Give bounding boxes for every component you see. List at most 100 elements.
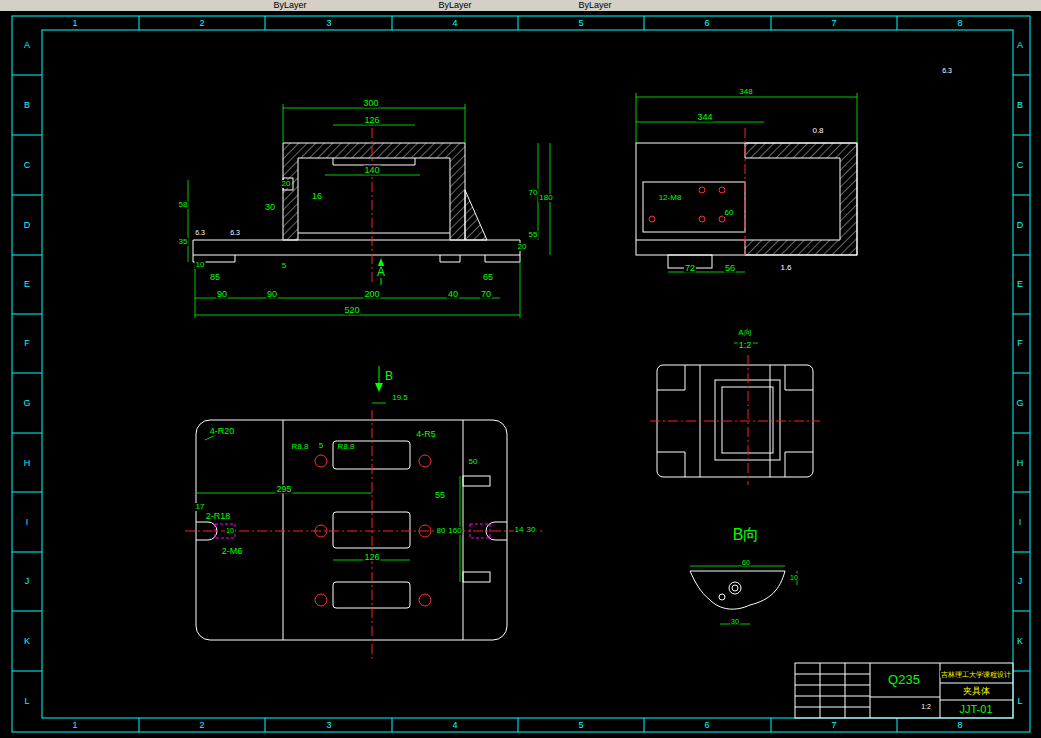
dimension-label: 2 [198,721,205,730]
dimension-label: 12-M8 [658,194,683,202]
dimension-label: 10 [195,261,206,269]
dimension-label: 55 [528,231,539,239]
dimension-label: 0.8 [811,127,824,135]
dimension-label: 7 [830,19,837,28]
dimension-label: 7 [830,721,837,730]
dimension-label: 55 [434,491,446,500]
dimension-label: A [376,266,386,278]
dimension-label: 10 [789,574,799,581]
dimension-label: 300 [362,99,379,108]
dimension-label: 70 [528,189,539,197]
dimension-label: H [1016,459,1025,468]
dimension-label: Q235 [887,673,921,686]
dimension-label: 4 [451,721,458,730]
dimension-label: J [24,577,31,586]
dimension-label: G [1015,399,1024,408]
dimension-label: 160 [447,527,462,535]
dimension-label: 1 [71,19,78,28]
dimension-label: 2 [198,19,205,28]
dimension-label: 20 [281,180,292,188]
dimension-label: JJT-01 [958,704,993,715]
dimension-label: 5 [577,721,584,730]
dimension-label: 90 [266,290,278,299]
dimension-label: D [23,221,32,230]
dimension-label: 30 [730,618,740,625]
dimension-label: 126 [363,116,380,125]
dimension-label: H [23,459,32,468]
dimension-label: R8.8 [291,443,310,451]
dimension-label: 4 [451,19,458,28]
dimension-label: J [1017,577,1024,586]
dimension-label: E [23,280,31,289]
dimension-label: 3 [325,721,332,730]
dimension-label: 4-R20 [209,427,236,436]
dimension-label: C [23,161,32,170]
dimension-label: 80 [436,527,447,535]
dimension-label: K [23,637,31,646]
dimension-label: B [23,101,31,110]
dimension-label: C [1016,161,1025,170]
dimension-label: 200 [363,290,380,299]
dimension-label: B向 [732,527,761,543]
dimension-label: 6.3 [229,229,241,236]
dimension-label: 295 [275,485,292,494]
dimension-label: 1 [71,721,78,730]
dimension-label: 72 [684,264,696,273]
dimension-label: 1.6 [779,264,792,272]
dimension-label: ByLayer [437,1,472,10]
dimension-label: 8 [956,721,963,730]
dimension-label: 1:2 [920,703,932,710]
dimension-label: 8 [956,19,963,28]
dimension-label: L [23,697,30,706]
dimension-label: 65 [482,273,494,282]
dimension-label: 140 [363,166,380,175]
dimension-label: 3 [325,19,332,28]
dimension-label: 17 [195,503,206,511]
dimension-label: 16 [311,192,323,201]
dimension-label: 6.3 [194,229,206,236]
dimension-label: 40 [447,290,459,299]
dimension-label: 19.5 [391,394,409,402]
dimension-label: 348 [738,88,753,96]
dimension-label: 2-M6 [221,547,244,556]
dimension-label: 58 [178,201,189,209]
dimension-label: A向 [737,329,752,337]
dimension-label: 10 [225,527,235,534]
dimension-label: R8.8 [337,443,356,451]
dimension-label: D [1016,221,1025,230]
dimension-label: 1:2 [738,341,753,350]
dimension-label: 5 [577,19,584,28]
dimension-label: L [1016,697,1023,706]
dimension-label: F [23,339,31,348]
dimension-label: 2-R18 [205,512,232,521]
dimension-label: G [22,399,31,408]
dimension-label: K [1016,637,1024,646]
dimension-label: 60 [741,559,751,566]
dimension-label: ByLayer [272,1,307,10]
dimension-label: 85 [209,273,221,282]
dimension-label: A [23,41,31,50]
dimension-label: 70 [480,290,492,299]
dimension-label: B [1016,101,1024,110]
dimension-label: 56 [724,264,736,273]
dimension-label: 5 [318,442,324,450]
dimension-label: 吉林理工大学课程设计 [940,671,1012,678]
dimension-label: 30 [526,526,537,534]
dimension-label: 60 [724,209,735,217]
dimension-label: I [1018,518,1023,527]
dimension-label: 50 [468,458,479,466]
dimension-label: F [1016,339,1024,348]
dimension-label: I [25,518,30,527]
dimension-label: ByLayer [577,1,612,10]
dimension-label: 夹具体 [962,687,991,696]
dimension-label: 30 [264,203,276,212]
dimension-label: A [1016,41,1024,50]
dimension-label: 4-R5 [415,430,437,439]
dimension-label: 35 [178,238,189,246]
dimension-label: 344 [696,113,713,122]
dimension-label: 520 [343,306,360,315]
dimension-label: 20 [517,243,528,251]
dimension-label: 6.3 [941,67,953,74]
dimension-label: B [384,370,394,382]
